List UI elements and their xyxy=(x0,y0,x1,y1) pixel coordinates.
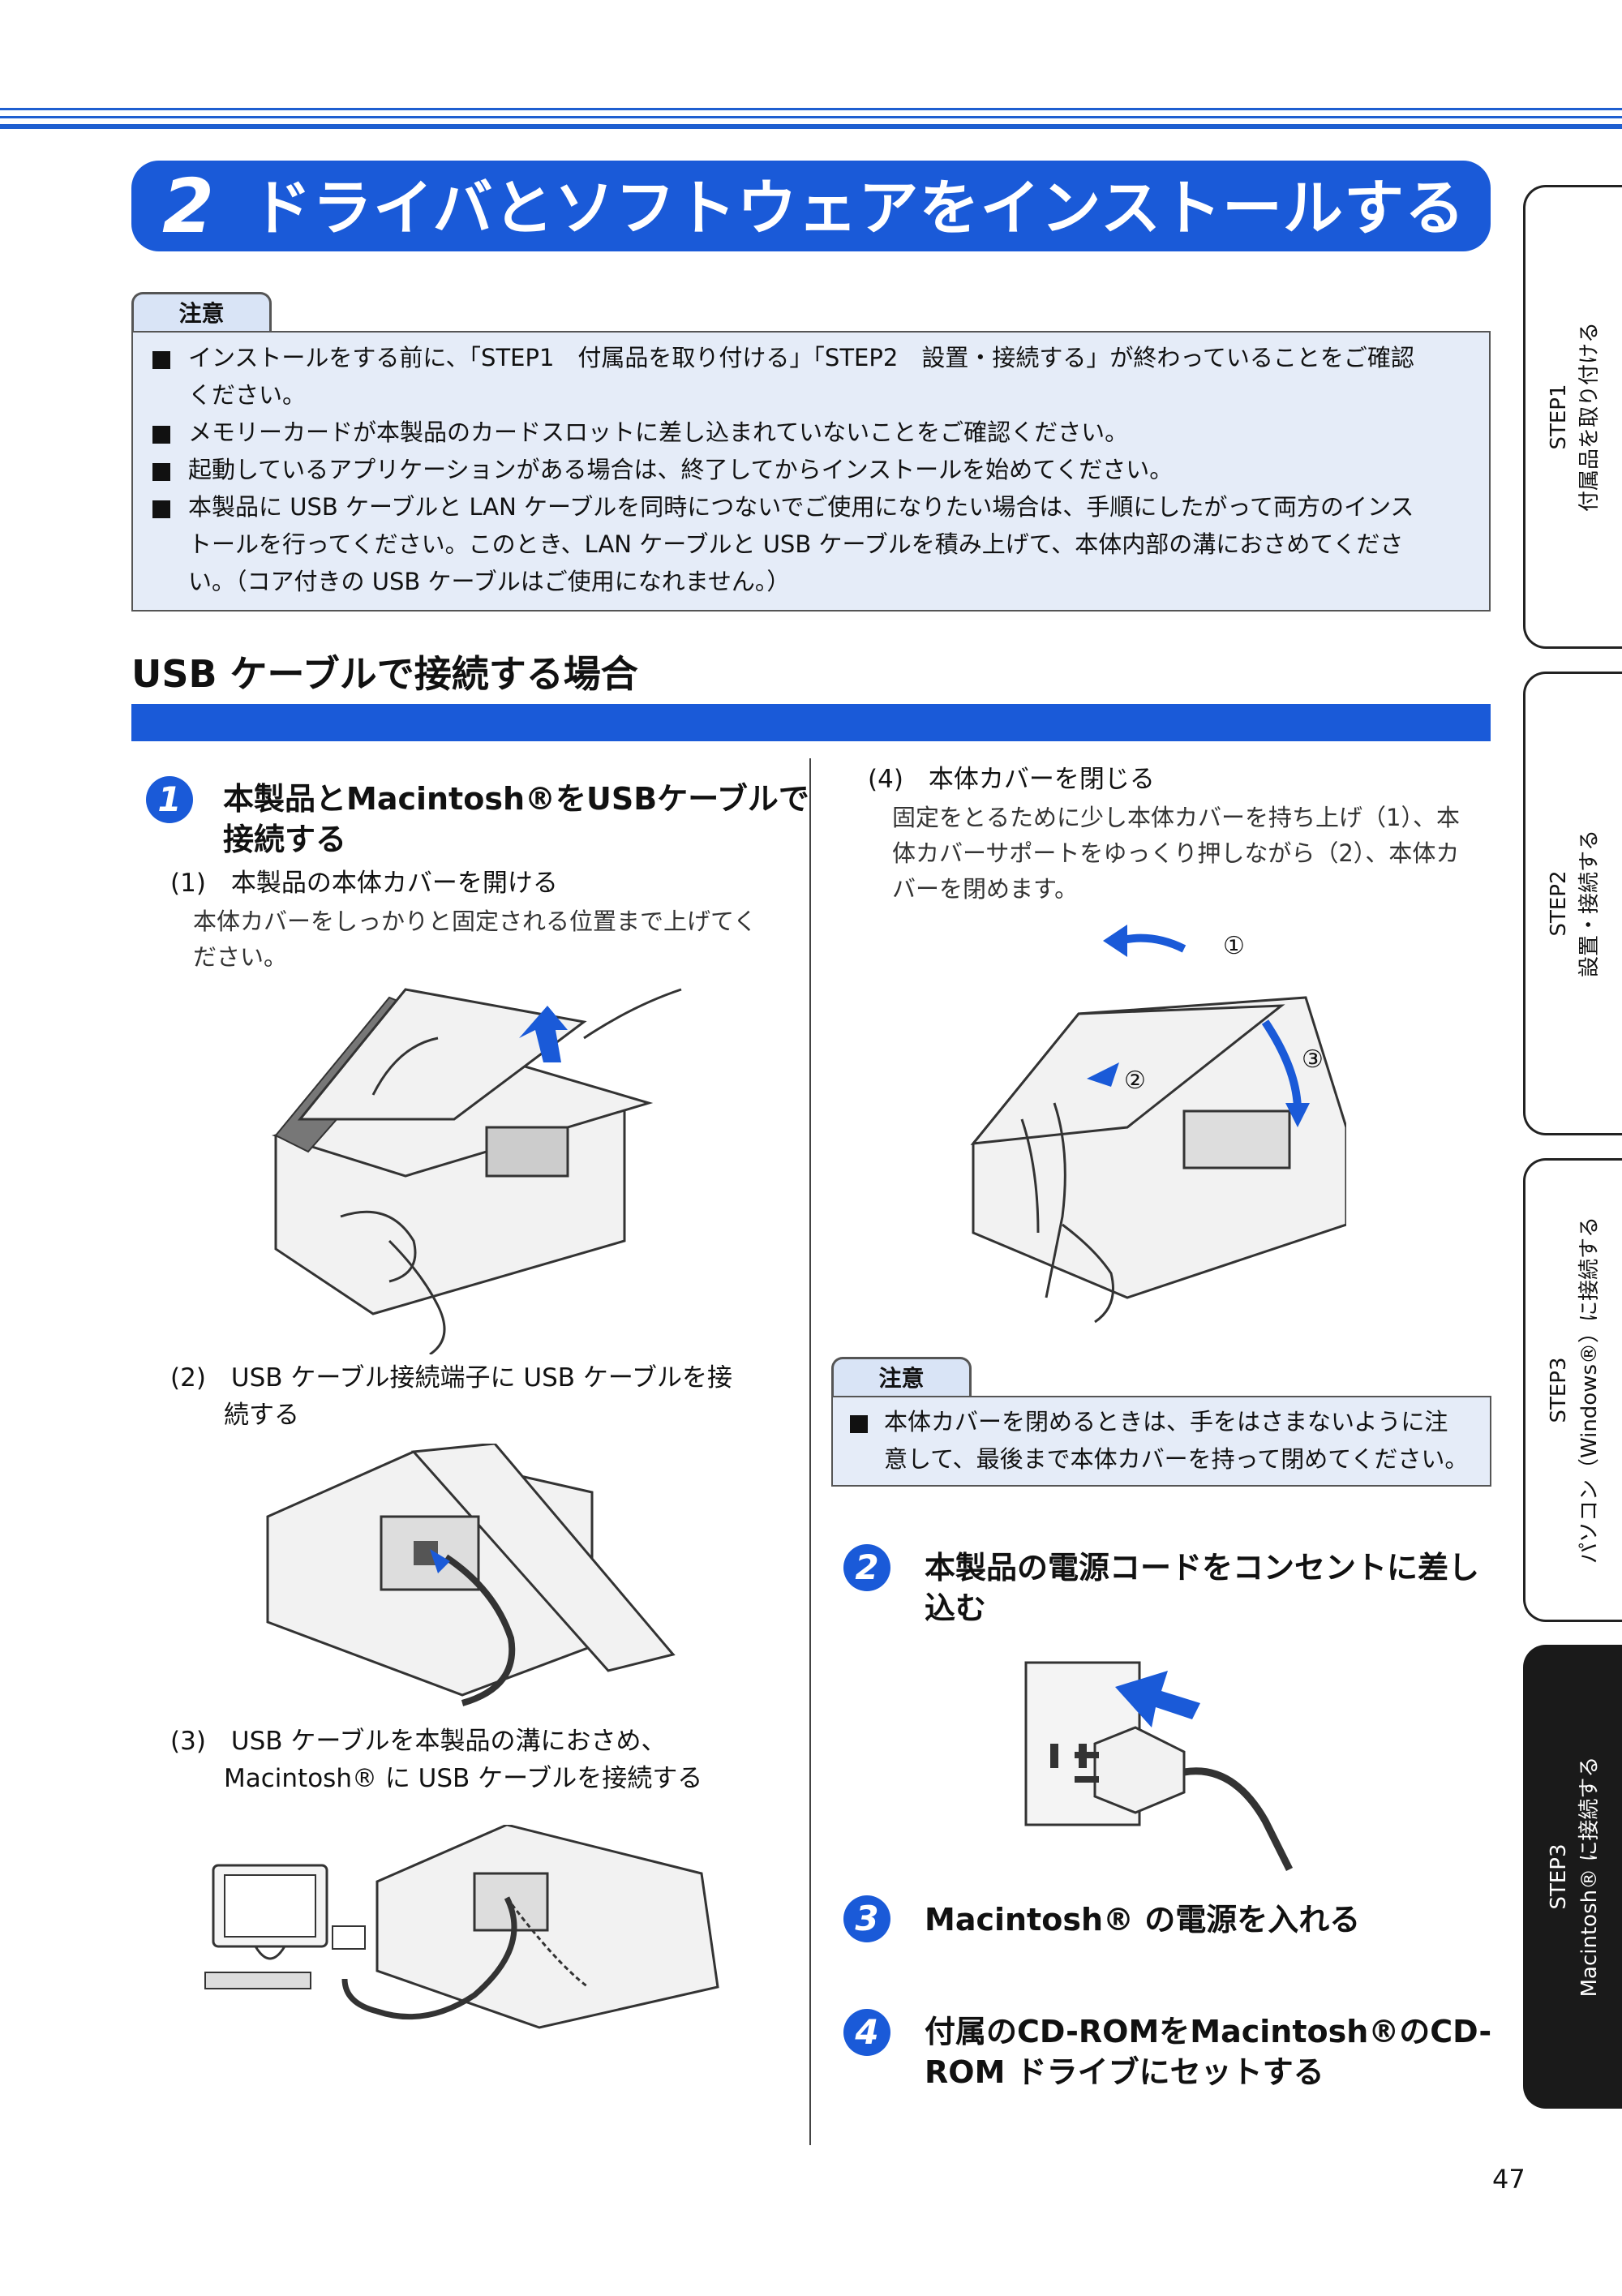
step1-title-line2: 接続する xyxy=(223,822,347,857)
caution-item-1b: ください。 xyxy=(188,381,307,409)
step1-sub4-text3: バーを閉めます。 xyxy=(892,875,1079,903)
caution-label-top: 注意 xyxy=(131,292,272,333)
step4-title-line1: 付属のCD-ROMをMacintosh®のCD- xyxy=(925,2014,1492,2049)
step1-title-line1: 本製品とMacintosh®をUSBケーブルで xyxy=(223,781,809,817)
mark-2: ② xyxy=(1124,1066,1146,1095)
mark-3: ③ xyxy=(1302,1045,1324,1074)
step4-number: 4 xyxy=(843,2009,890,2056)
power-plug-illustration xyxy=(1024,1661,1294,1872)
step3-title: Macintosh® の電源を入れる xyxy=(925,1902,1361,1938)
caution-item-2: メモリーカードが本製品のカードスロットに差し込まれていないことをご確認ください。 xyxy=(188,418,1129,446)
side-tab-step3m-line1: STEP3 xyxy=(1546,1843,1571,1910)
bullet-square xyxy=(850,1415,868,1433)
printer-open-cover-illustration xyxy=(271,988,682,1354)
step1-sub4-text2: 体カバーサポートをゆっくり押しながら（2）、本体カ xyxy=(892,839,1460,867)
caution-item-1a: インストールをする前に、「STEP1 付属品を取り付ける」「STEP2 設置・接… xyxy=(188,344,1414,371)
caution-item-4a: 本製品に USB ケーブルと LAN ケーブルを同時につないでご使用になりたい場… xyxy=(188,493,1414,521)
caution-label-mid: 注意 xyxy=(831,1357,972,1397)
mark-1: ① xyxy=(1223,932,1245,960)
caution-item-3: 起動しているアプリケーションがある場合は、終了してからインストールを始めてくださ… xyxy=(188,456,1174,483)
page-title: ドライバとソフトウェアをインストールする xyxy=(251,174,1466,243)
side-tab-step3w-line2: パソコン（Windows®）に接続する xyxy=(1577,1216,1602,1564)
usb-to-macintosh-illustration xyxy=(204,1825,719,2029)
side-tab-step1-line1: STEP1 xyxy=(1546,384,1571,450)
step2-title-line2: 込む xyxy=(925,1590,987,1626)
caution-mid-line2: 意して、最後まで本体カバーを持って閉めてください。 xyxy=(884,1445,1469,1473)
step1-sub2-line1: (2) USB ケーブル接続端子に USB ケーブルを接 xyxy=(170,1363,733,1393)
step1-sub1-label: (1) 本製品の本体カバーを開ける xyxy=(170,869,558,898)
step1-sub1-text2: ださい。 xyxy=(193,943,288,971)
step2-title-line1: 本製品の電源コードをコンセントに差し xyxy=(925,1550,1480,1586)
side-tab-step2-line1: STEP2 xyxy=(1546,870,1571,937)
page-number: 47 xyxy=(1492,2164,1525,2195)
caution-item-4b: トールを行ってください。このとき、LAN ケーブルと USB ケーブルを積み上げ… xyxy=(188,530,1404,558)
caution-box-top xyxy=(131,331,1491,612)
title-banner xyxy=(131,161,1491,251)
side-tab-step1-line2: 付属品を取り付ける xyxy=(1577,321,1602,513)
step2-number: 2 xyxy=(843,1544,890,1591)
step1-sub3-line1: (3) USB ケーブルを本製品の溝におさめ、 xyxy=(170,1727,667,1756)
bullet-square xyxy=(152,463,170,481)
title-number: 2 xyxy=(162,163,215,250)
side-tab-step3m-line2: Macintosh® に接続する xyxy=(1577,1756,1602,1998)
printer-close-cover-illustration: ① ② ③ xyxy=(970,925,1346,1324)
bullet-square xyxy=(152,426,170,444)
step1-sub4-label: (4) 本体カバーを閉じる xyxy=(868,765,1155,794)
bullet-square xyxy=(152,351,170,369)
section-bar xyxy=(131,704,1491,741)
step1-number: 1 xyxy=(146,776,193,823)
step1-sub3-line2: Macintosh® に USB ケーブルを接続する xyxy=(224,1764,703,1793)
side-tab-step2-line2: 設置・接続する xyxy=(1577,829,1602,978)
column-divider xyxy=(809,758,811,2145)
caution-item-4c: い。（コア付きの USB ケーブルはご使用になれません。） xyxy=(188,568,791,595)
caution-box-mid xyxy=(831,1396,1491,1487)
side-tab-step3w-line1: STEP3 xyxy=(1546,1357,1571,1423)
step3-number: 3 xyxy=(843,1895,890,1942)
usb-symbol-icon xyxy=(332,1925,366,1950)
step1-sub2-line2: 続する xyxy=(224,1401,299,1430)
keyboard-icon xyxy=(204,1972,311,1989)
step4-title-line2: ROM ドライブにセットする xyxy=(925,2054,1324,2090)
bullet-square xyxy=(152,500,170,518)
caution-mid-line1: 本体カバーを閉めるときは、手をはさまないように注 xyxy=(884,1408,1448,1436)
step1-sub4-text1: 固定をとるために少し本体カバーを持ち上げ（1）、本 xyxy=(892,804,1460,831)
usb-port-illustration xyxy=(266,1444,676,1706)
step1-sub1-text1: 本体カバーをしっかりと固定される位置まで上げてく xyxy=(193,908,757,935)
section-heading: USB ケーブルで接続する場合 xyxy=(131,652,638,696)
